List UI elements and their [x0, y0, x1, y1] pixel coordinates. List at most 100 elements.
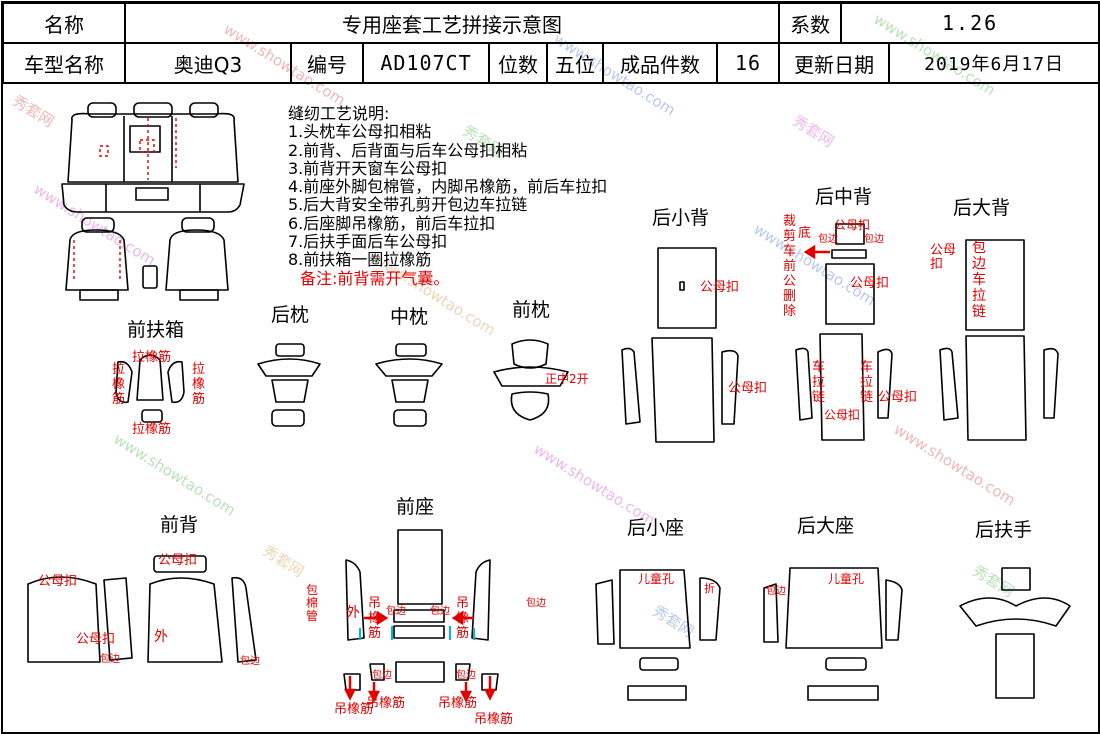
- annot-zip-left: 车拉链: [812, 360, 826, 405]
- annot-hook-loop: 公母扣: [878, 390, 918, 405]
- notes-item: 6.后座脚吊橡筋，前后车拉扣: [288, 213, 496, 233]
- annot-hook-loop: 公母扣: [728, 381, 768, 396]
- date-label: 更新日期: [778, 42, 891, 84]
- model-value: 奥迪Q3: [124, 42, 292, 84]
- annot-hang-elastic: 吊橡筋: [456, 596, 470, 641]
- header-row-2: 车型名称 奥迪Q3 编号 AD107CT 位数 五位 成品件数 16 更新日期 …: [2, 42, 1100, 84]
- annot-hang-elastic: 吊橡筋: [474, 712, 514, 727]
- annot-elastic: 拉橡筋: [132, 350, 172, 365]
- annot-binding: 包边: [526, 598, 546, 609]
- annot-child-hole: 儿童孔: [638, 572, 675, 586]
- coef-value: 1.26: [942, 11, 999, 35]
- annot-elastic-left: 拉橡筋: [112, 362, 126, 407]
- header-table: 名称 专用座套工艺拼接示意图 系数 1.26 车型名称 奥迪Q3 编号 AD10…: [2, 2, 1100, 84]
- notes-item: 4.前座外脚包棉管，内脚吊橡筋，前后车拉扣: [288, 177, 608, 197]
- label-rear-armrest: 后扶手: [975, 519, 1033, 541]
- rear-headrest-pieces: [257, 343, 321, 427]
- code-value: AD107CT: [362, 42, 490, 84]
- label-middle-headrest: 中枕: [390, 306, 429, 328]
- annot-hook-loop: 公母扣: [38, 574, 78, 589]
- notes-title: 缝纫工艺说明:: [288, 104, 390, 123]
- annot-elastic-bottom: 拉橡筋: [132, 422, 172, 437]
- label-front-seat: 前座: [396, 496, 435, 518]
- name-label: 名称: [2, 2, 126, 44]
- annot-hook-loop: 公母扣: [930, 243, 957, 272]
- rear-armrest-pieces: [959, 567, 1071, 699]
- annot-hook-loop: 公母扣: [850, 276, 890, 291]
- pieces-value: 16: [715, 42, 781, 84]
- red-arrows: [343, 244, 830, 703]
- annot-fold: 折: [704, 582, 715, 595]
- sheet-title: 专用座套工艺拼接示意图: [123, 2, 781, 44]
- front-headrest-pieces: [493, 339, 569, 421]
- notes-item: 5.后大背安全带孔剪开包边车拉链: [288, 195, 528, 215]
- annot-binding: 包边: [864, 234, 884, 245]
- annot-binding: 包边: [386, 606, 406, 617]
- label-rear-large-seat: 后大座: [797, 515, 855, 537]
- notes-remark: 备注:前背需开气囊。: [300, 268, 450, 288]
- annot-base: 底: [798, 226, 812, 241]
- label-front-back: 前背: [160, 514, 199, 536]
- annot-hook-loop: 公母扣: [824, 408, 861, 422]
- annot-binding: 包边: [456, 670, 476, 681]
- code-label: 编号: [290, 42, 364, 84]
- label-rear-small-seat: 后小座: [627, 517, 685, 539]
- rear-large-seat-pieces: [763, 567, 903, 701]
- annot-hang-elastic: 吊橡筋: [438, 696, 478, 711]
- annot-outer: 外: [154, 629, 168, 645]
- annot-hook-loop: 公母扣: [834, 218, 871, 232]
- annot-hook-loop: 公母扣: [76, 632, 116, 647]
- annot-binding: 包边: [430, 606, 450, 617]
- front-seats-illustration: [65, 217, 229, 301]
- date-value: 2019年6月17日: [888, 42, 1100, 84]
- annot-front-open: 正中2开: [545, 372, 589, 386]
- rear-middle-back-pieces: [795, 223, 893, 441]
- seats-label: 位数: [488, 42, 548, 84]
- header-row-1: 名称 专用座套工艺拼接示意图 系数 1.26: [2, 2, 1100, 44]
- pieces-label: 成品件数: [602, 42, 718, 84]
- annot-binding: 包边: [240, 656, 260, 667]
- rear-small-seat-pieces: [595, 569, 721, 701]
- model-label: 车型名称: [2, 42, 126, 84]
- annot-hang-elastic: 吊橡筋: [368, 596, 382, 641]
- annot-binding: 包边: [818, 234, 838, 245]
- label-rear-middle-back: 后中背: [815, 186, 873, 208]
- label-rear-headrest: 后枕: [271, 304, 310, 326]
- rear-bench-illustration: [61, 102, 245, 213]
- cyan-markers: [359, 626, 475, 640]
- annot-cut-note: 裁剪车前公删除: [783, 214, 797, 319]
- front-armrest-box-pieces: [115, 354, 185, 423]
- annot-child-hole: 儿童孔: [828, 572, 865, 586]
- rear-small-back-pieces: [621, 247, 739, 443]
- middle-headrest-pieces: [375, 343, 443, 427]
- annot-outer: 外: [346, 605, 360, 621]
- label-front-headrest: 前枕: [512, 299, 551, 321]
- coef-cell: 系数 1.26: [778, 2, 1100, 44]
- notes-item: 2.前背、后背面与后车公母扣相粘: [288, 140, 528, 160]
- annot-zip-right: 车拉链: [860, 360, 874, 405]
- label-rear-small-back: 后小背: [652, 207, 710, 229]
- notes-item: 3.前背开天窗车公母扣: [288, 158, 448, 178]
- annot-hook-loop: 公母扣: [700, 280, 740, 295]
- annot-zip-binding: 包边车拉链: [972, 240, 986, 320]
- annot-hang-elastic: 吊橡筋: [366, 696, 406, 711]
- annot-foam-tube: 包棉管: [306, 583, 319, 623]
- notes-item: 7.后扶手面后车公母扣: [288, 232, 448, 252]
- stitch-lines: [73, 118, 177, 280]
- annot-binding: 包边: [372, 670, 392, 681]
- notes-item: 8.前扶箱一圈拉橡筋: [288, 250, 432, 270]
- front-seat-pieces: [343, 529, 499, 691]
- label-rear-large-back: 后大背: [953, 197, 1011, 219]
- annot-elastic-right: 拉橡筋: [192, 362, 206, 407]
- sewing-notes: 缝纫工艺说明: 1.头枕车公母扣相粘 2.前背、后背面与后车公母扣相粘 3.前背…: [288, 104, 608, 288]
- front-back-pieces: [27, 555, 257, 663]
- coef-label: 系数: [781, 5, 843, 41]
- label-front-armrest-box: 前扶箱: [127, 319, 185, 341]
- annot-hook-loop: 公母扣: [158, 553, 198, 568]
- seats-value: 五位: [546, 42, 604, 84]
- annot-binding: 包边: [100, 654, 120, 665]
- annot-hang-elastic: 吊橡筋: [334, 702, 374, 717]
